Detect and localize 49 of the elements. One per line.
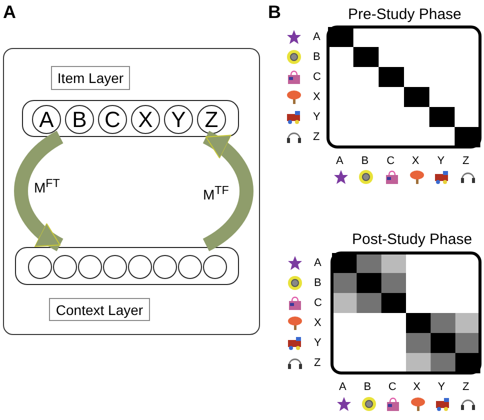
panel-letter: B [268, 3, 281, 21]
axis-label: C [314, 298, 322, 309]
context-node [153, 255, 177, 279]
axis-label: Y [438, 382, 446, 393]
matrix-title: Post-Study Phase [352, 232, 472, 247]
context-node [178, 255, 202, 279]
axis-label: A [314, 258, 322, 269]
axis-label: B [313, 52, 320, 63]
axis-label: Z [462, 382, 470, 393]
axis-label: Y [314, 338, 322, 349]
context-node [103, 255, 127, 279]
context-node [78, 255, 102, 279]
axis-label: X [413, 382, 420, 393]
item-node: A [32, 105, 61, 134]
context-node [28, 255, 52, 279]
axis-label: X [313, 92, 320, 103]
axis-label: C [313, 72, 321, 83]
panel-frame [3, 48, 260, 335]
axis-label: C [386, 156, 395, 167]
item-node: Z [197, 105, 226, 134]
axis-label: Z [314, 358, 321, 369]
context-node [203, 255, 227, 279]
axis-label: A [339, 382, 346, 393]
axis-label: C [388, 382, 396, 393]
axis-label: Y [313, 112, 320, 123]
context-node [53, 255, 77, 279]
item-layer-row [22, 100, 239, 137]
context-node [128, 255, 152, 279]
axis-label: X [412, 156, 420, 167]
axis-label: X [314, 318, 322, 329]
axis-label: B [314, 278, 322, 289]
axis-label: Z [313, 132, 320, 143]
axis-label: A [336, 156, 344, 167]
axis-label: B [361, 156, 369, 167]
item-node: C [98, 105, 127, 134]
axis-label: B [364, 382, 372, 393]
item-node: B [65, 105, 94, 134]
item-node: X [131, 105, 160, 134]
edge-label: M$^{TF}$ [203, 185, 229, 202]
context-layer-row [15, 247, 239, 285]
edge-label: M$^{FT}$ [34, 178, 60, 195]
item-node: Y [164, 105, 193, 134]
panel-letter: A [3, 3, 16, 21]
axis-label: Y [437, 156, 445, 167]
layer-label: Context Layer [49, 298, 150, 321]
matrix-title: Pre-Study Phase [348, 7, 462, 22]
layer-label: Item Layer [51, 66, 130, 90]
axis-label: Z [462, 156, 470, 167]
axis-label: A [313, 32, 320, 43]
